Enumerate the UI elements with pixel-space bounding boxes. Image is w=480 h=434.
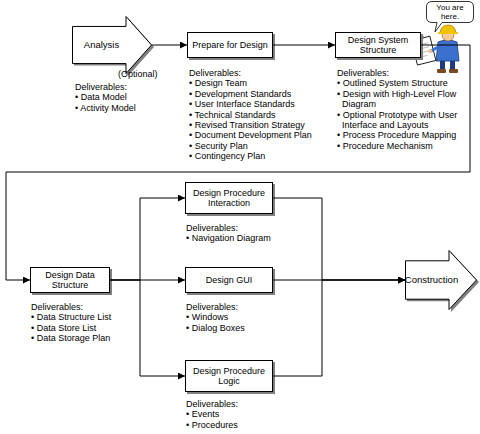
worker-arm (431, 46, 440, 51)
deliverable-item: • Process Procedure Mapping (337, 130, 471, 140)
deliverable-item: • Data Model (75, 92, 175, 102)
deliverable-item: • Procedure Mechanism (337, 141, 471, 151)
deliverables-heading: Deliverables: (189, 68, 334, 78)
deliverables-heading: Deliverables: (337, 68, 471, 78)
deliverable-item: • Activity Model (75, 103, 175, 113)
deliverable-item: • User Interface Standards (189, 99, 334, 109)
deliverable-item: • Events (186, 409, 306, 419)
hard-hat-brim (438, 32, 458, 34)
deliverables-heading: Deliverables: (31, 302, 151, 312)
deliverable-item: • Document Development Plan (189, 130, 334, 140)
deliverables-list: Deliverables:• Windows• Dialog Boxes (186, 302, 306, 333)
deliverable-item: • Data Storage Plan (31, 333, 151, 343)
deliverable-item: • Security Plan (189, 141, 334, 151)
worker-leg (440, 60, 445, 70)
step-title: Design System Structure (336, 33, 420, 57)
step-title: Design GUI (186, 268, 272, 292)
flow-arrow (273, 280, 405, 376)
deliverable-item: • Dialog Boxes (186, 323, 306, 333)
process-box: Design GUIDeliverables:• Windows• Dialog… (185, 267, 273, 293)
step-title: Design Procedure Interaction (186, 183, 272, 213)
block-arrow: Construction (405, 250, 477, 310)
flow-arrow (273, 198, 405, 280)
worker-shoe (437, 69, 446, 73)
speech-bubble-body (427, 2, 474, 33)
deliverable-item: • Revised Transition Strategy (189, 120, 334, 130)
deliverable-item: • Design with High-Level Flow Diagram (337, 89, 471, 110)
worker-shoe (449, 69, 458, 73)
step-title: Analysis (72, 16, 152, 74)
flow-arrow (273, 280, 405, 281)
deliverables-list: Deliverables:• Data Structure List• Data… (31, 302, 151, 344)
flow-arrow (273, 45, 335, 46)
process-box: Design Procedure InteractionDeliverables… (185, 182, 273, 214)
process-box: Design Data StructureDeliverables:• Data… (30, 267, 110, 293)
flow-arrow (110, 198, 185, 280)
hard-hat (440, 25, 456, 33)
worker-hand (428, 49, 432, 53)
deliverable-item: • Design Team (189, 78, 334, 88)
deliverables-heading: Deliverables: (75, 82, 175, 92)
deliverables-list: Deliverables:• Design Team• Development … (189, 68, 334, 162)
deliverables-heading: Deliverables: (186, 399, 306, 409)
deliverable-item: • Data Store List (31, 323, 151, 333)
deliverable-item: • Procedures (186, 420, 306, 430)
deliverables-heading: Deliverables: (186, 302, 306, 312)
deliverable-item: • Development Standards (189, 89, 334, 99)
step-title: Prepare for Design (188, 33, 272, 57)
process-box: Prepare for DesignDeliverables:• Design … (187, 32, 273, 58)
deliverable-item: • Windows (186, 312, 306, 322)
deliverable-item: • Optional Prototype with User Interface… (337, 110, 471, 131)
step-title: Construction (405, 250, 477, 310)
flow-arrow (110, 280, 185, 281)
step-title: Design Procedure Logic (186, 361, 272, 391)
worker-leg (450, 60, 455, 70)
deliverable-item: • Contingency Plan (189, 151, 334, 161)
process-box: Design Procedure LogicDeliverables:• Eve… (185, 360, 273, 392)
note-label: (Optional) (118, 69, 158, 79)
deliverable-item: • Data Structure List (31, 312, 151, 322)
callout-text: You are here. (426, 1, 474, 23)
deliverable-item: • Technical Standards (189, 110, 334, 120)
step-title: Design Data Structure (31, 268, 109, 292)
process-box: Design System StructureDeliverables:• Ou… (335, 32, 421, 58)
block-arrow: AnalysisDeliverables:• Data Model• Activ… (72, 16, 152, 74)
speech-bubble: You are here. (426, 1, 474, 23)
block-arrow-body (73, 17, 152, 74)
deliverable-item: • Navigation Diagram (186, 233, 306, 243)
flow-arrow (110, 280, 185, 376)
flow-arrow (152, 45, 187, 46)
flow-arrow (6, 45, 470, 280)
block-arrow-body (406, 251, 477, 310)
deliverables-list: Deliverables:• Events• Procedures (186, 399, 306, 430)
deliverables-heading: Deliverables: (186, 223, 306, 233)
deliverables-list: Deliverables:• Navigation Diagram (186, 223, 306, 244)
deliverable-item: • Outlined System Structure (337, 78, 471, 88)
deliverables-list: Deliverables:• Outlined System Structure… (337, 68, 471, 151)
deliverables-list: Deliverables:• Data Model• Activity Mode… (75, 82, 175, 113)
worker-body (436, 40, 459, 61)
